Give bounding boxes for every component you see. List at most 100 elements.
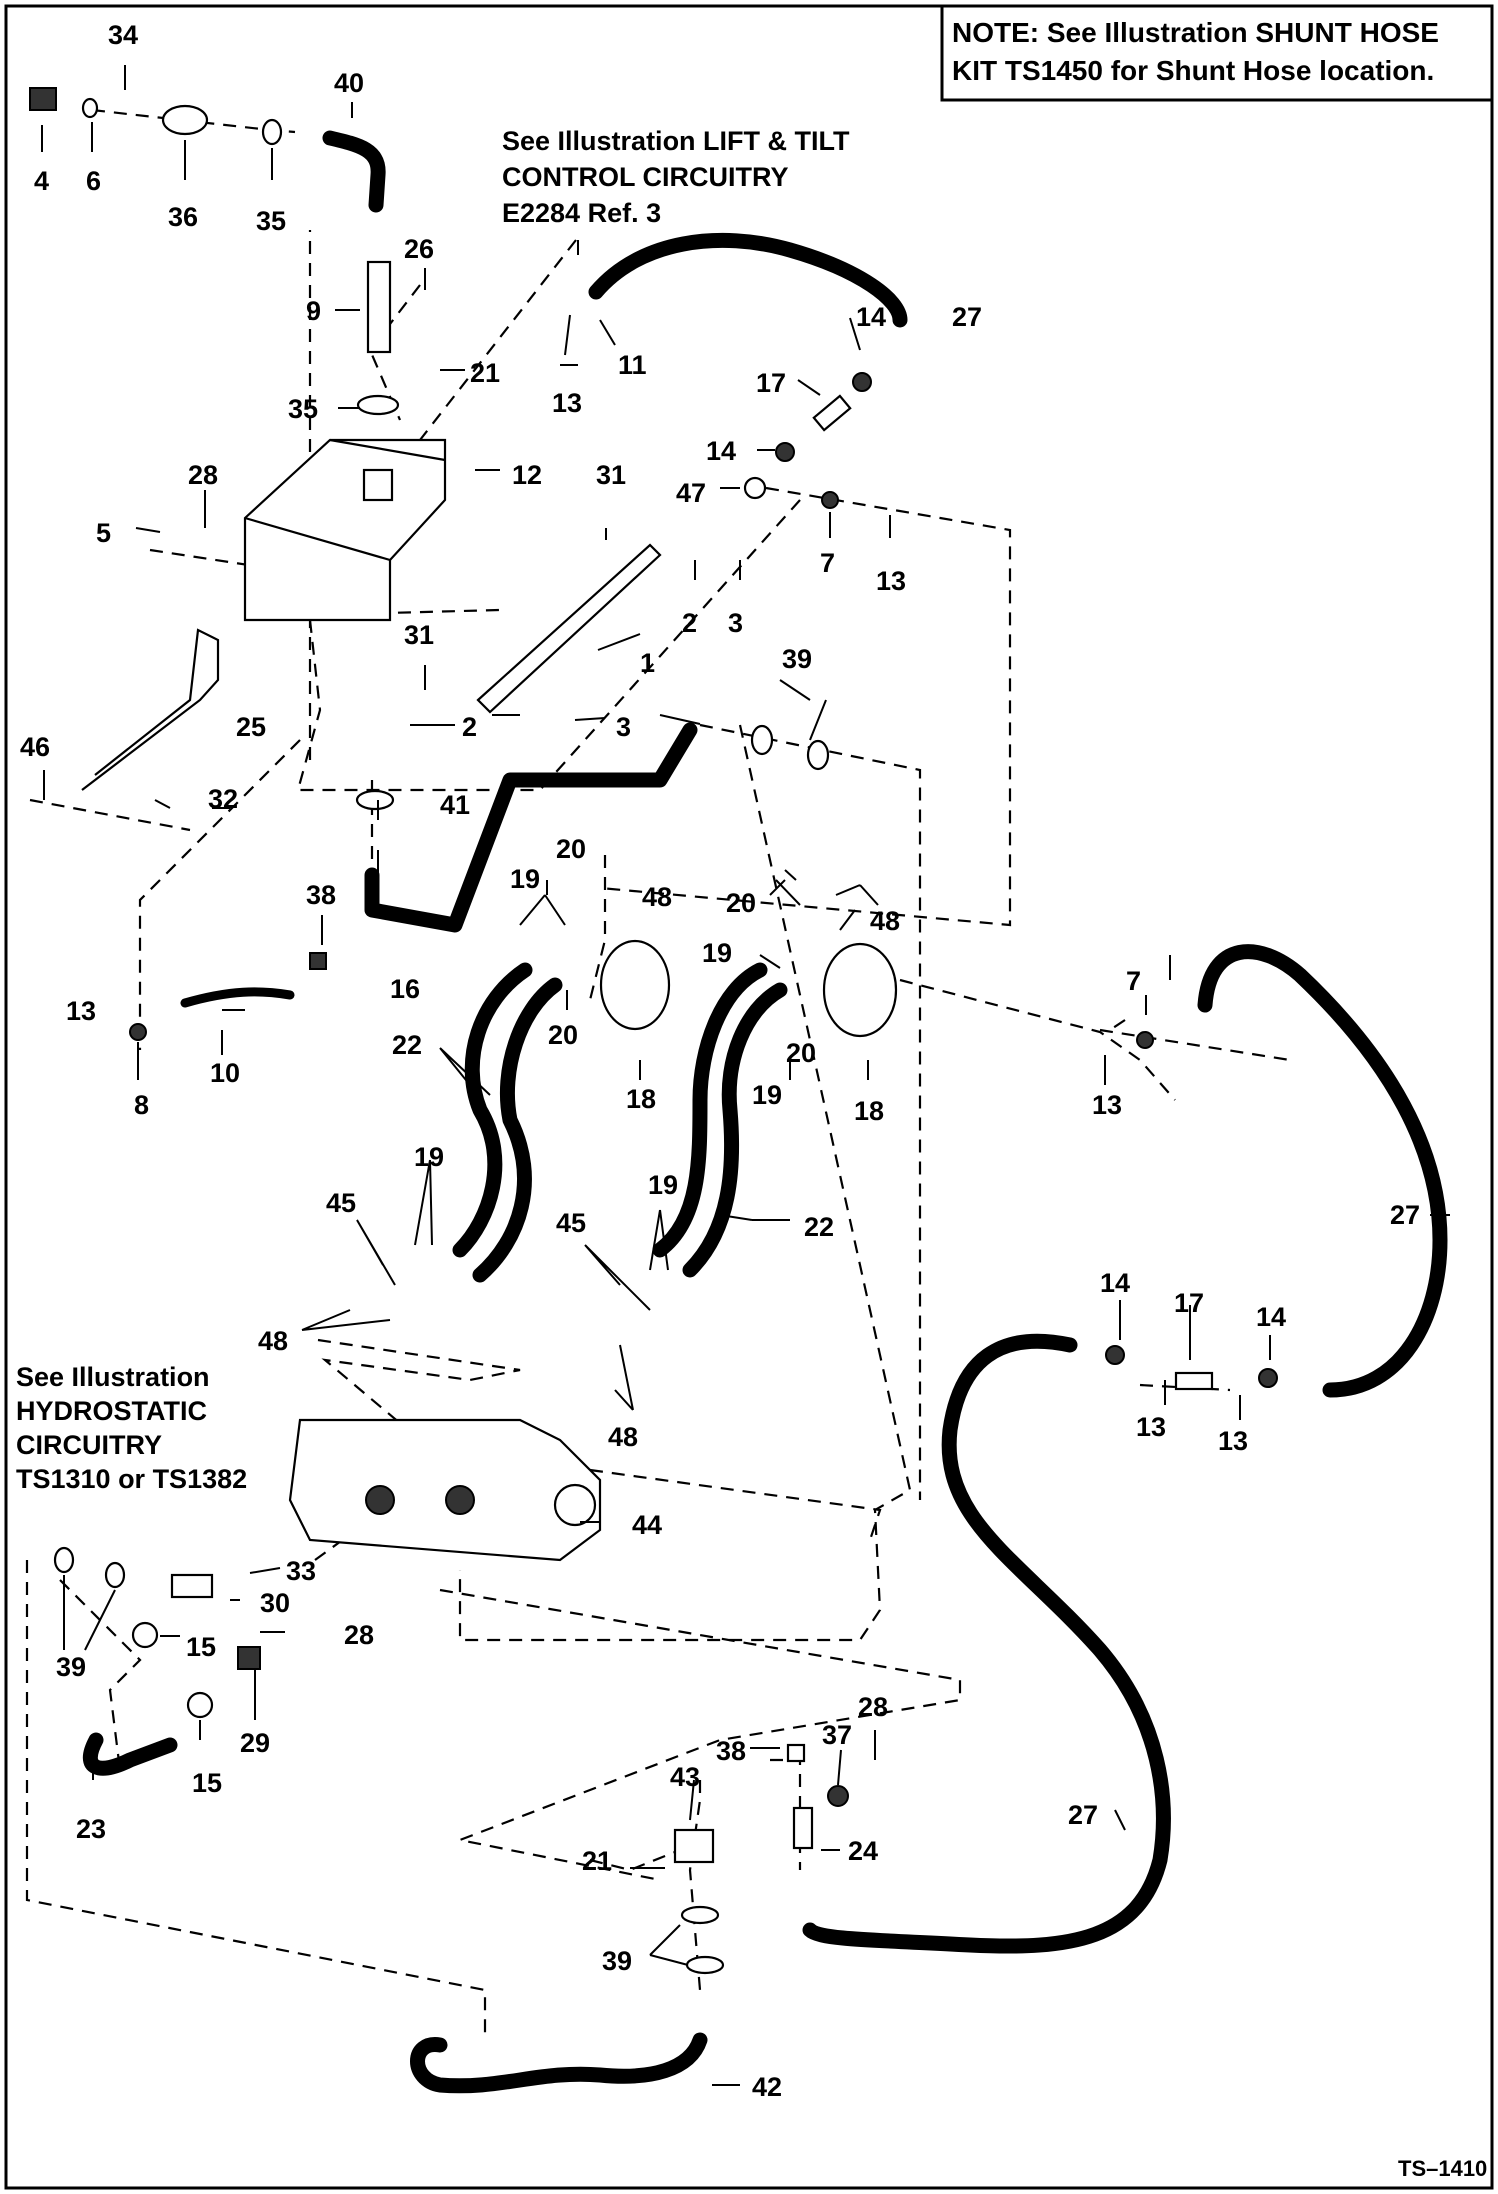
hose-10 [180,987,295,1008]
callout-31b: 31 [404,620,434,650]
callout-14c: 14 [1100,1268,1130,1298]
callout-17a: 17 [756,368,786,398]
adapter-29 [237,1646,261,1670]
callout-38a: 38 [306,880,336,910]
callout-9: 9 [306,296,321,326]
callout-19d: 19 [414,1142,444,1172]
callout-14a: 14 [856,302,886,332]
callout-28c: 28 [858,1692,888,1722]
hose-16 [364,722,698,933]
callout-26: 26 [404,234,434,264]
clamp-39-b [806,739,830,771]
callout-44: 44 [632,1510,662,1540]
callout-13b: 13 [876,566,906,596]
motor-18-right [822,942,898,1038]
clamp-35 [356,394,400,416]
callout-2b: 2 [462,712,477,742]
callout-17b: 17 [1174,1288,1204,1318]
callout-45a: 45 [326,1188,356,1218]
callout-22b: 22 [804,1212,834,1242]
clamp-15-a [131,1621,159,1649]
callout-8: 8 [134,1090,149,1120]
note-line-2: KIT TS1450 for Shunt Hose location. [952,55,1434,86]
hoses [83,130,1448,2094]
ref-lift-tilt-line-1: See Illustration LIFT & TILT [502,126,850,156]
note-box: NOTE: See Illustration SHUNT HOSE KIT TS… [940,4,1494,102]
pump-44 [288,1418,602,1562]
fitting-43 [673,1828,715,1864]
o-ring-6 [81,97,99,119]
callout-1: 1 [640,648,655,678]
nut-14-top-a [852,372,872,392]
callout-48d: 48 [608,1422,638,1452]
callout-35a: 35 [256,206,286,236]
callout-30: 30 [260,1588,290,1618]
callout-15a: 15 [186,1632,216,1662]
callout-3b: 3 [616,712,631,742]
ref-hydrostatic-line-4: TS1310 or TS1382 [16,1464,247,1494]
leader-lines [41,65,1450,2086]
motor-18-left [599,939,671,1031]
callout-43: 43 [670,1762,700,1792]
callout-28a: 28 [188,460,218,490]
clamp-39-d [104,1561,126,1589]
callout-10: 10 [210,1058,240,1088]
clamp-39-c [53,1546,75,1574]
clamp-39-a [750,724,774,756]
callout-20d: 20 [786,1038,816,1068]
callout-42: 42 [752,2072,782,2102]
callout-48c: 48 [258,1326,288,1356]
bracket-1 [476,543,662,714]
callout-24: 24 [848,1836,878,1866]
callout-16: 16 [390,974,420,1004]
hose-22-right-a [652,962,768,1258]
callout-13c: 13 [66,996,96,1026]
nut-14-top-b [775,442,795,462]
callout-33: 33 [286,1556,316,1586]
callout-13a: 13 [552,388,582,418]
callout-12: 12 [512,460,542,490]
callout-20a: 20 [556,834,586,864]
callout-2a: 2 [682,608,697,638]
plug-37 [827,1785,849,1807]
callout-29: 29 [240,1728,270,1758]
callout-35b: 35 [288,394,318,424]
flange-36 [161,104,209,136]
fitting-8 [129,1023,147,1041]
hose-22-left-b [472,977,563,1283]
hose-27-right [1197,944,1448,1398]
hose-22-right-b [682,982,788,1278]
callout-21a: 21 [470,358,500,388]
callout-18a: 18 [626,1084,656,1114]
hose-22-left-a [452,962,533,1258]
callout-32: 32 [208,784,238,814]
callout-27b: 27 [1390,1200,1420,1230]
callout-14d: 14 [1256,1302,1286,1332]
ref-lift-tilt-line-2: CONTROL CIRCUITRY [502,162,789,192]
hose-27-top [588,232,908,328]
callout-21b: 21 [582,1846,612,1876]
callout-45b: 45 [556,1208,586,1238]
hose-40 [322,130,386,213]
tee-30 [170,1573,214,1599]
callout-7b: 7 [1126,966,1141,996]
filter-17-top [812,394,852,432]
clamp-15-b [186,1691,214,1719]
clamp-35-top [261,118,283,146]
fitting-7-right [1136,1031,1154,1049]
callout-19b: 19 [702,938,732,968]
callout-39a: 39 [782,644,812,674]
hose-23 [83,1732,178,1776]
callout-7a: 7 [820,548,835,578]
callout-numbers: 34 4 6 36 35 40 26 9 21 35 12 13 11 28 5… [20,20,1420,2102]
callout-34: 34 [108,20,138,50]
callout-3a: 3 [728,608,743,638]
callout-27a: 27 [952,302,982,332]
callout-41: 41 [440,790,470,820]
callout-48a: 48 [642,882,672,912]
callout-18b: 18 [854,1096,884,1126]
callout-25: 25 [236,712,266,742]
hydrostatic-reference: See Illustration HYDROSTATIC CIRCUITRY T… [16,1362,247,1494]
filter-17-bottom [1174,1371,1214,1391]
